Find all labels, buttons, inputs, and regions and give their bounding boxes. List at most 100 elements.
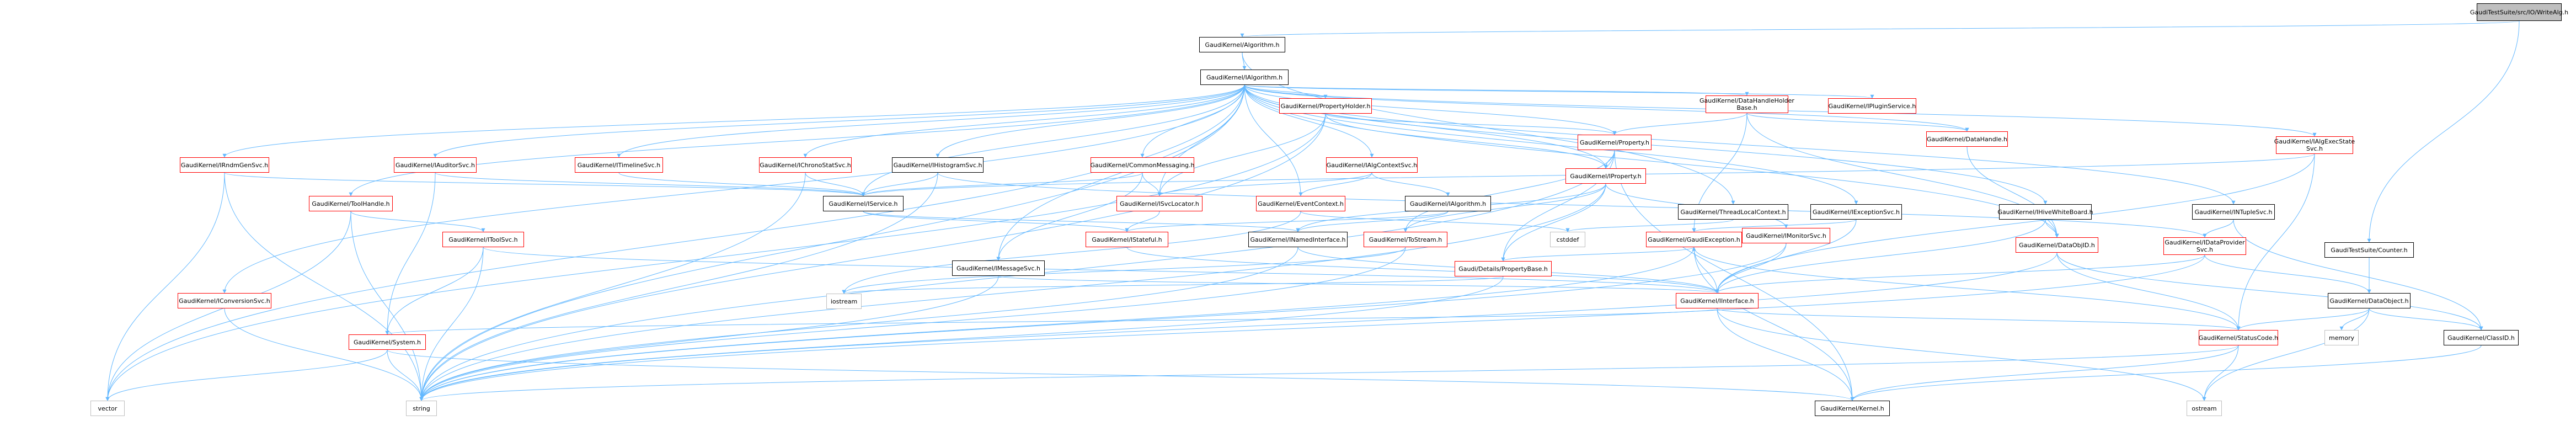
edge-root-alg: [1241, 20, 2520, 38]
node-testsuite-counter[interactable]: GaudiTestSuite/Counter.h: [2324, 242, 2414, 258]
edge-ialgorithm2-inamed: [1296, 211, 1449, 232]
edge-iconversion-string: [224, 308, 424, 401]
edge-intuplesvc-idp: [2203, 219, 2234, 238]
node-threadlocalcontext[interactable]: GaudiKernel/ThreadLocalContext.h: [1678, 204, 1788, 220]
node-idataprovidersvc[interactable]: GaudiKernel/IDataProvider Svc.h: [2163, 237, 2246, 255]
edge-iauditor-iservice: [435, 172, 865, 196]
edge-ialg-toolhandle: [349, 84, 1245, 196]
node-cstddef[interactable]: cstddef: [1550, 232, 1585, 247]
node-kernel[interactable]: GaudiKernel/Kernel.h: [1815, 401, 1890, 416]
edge-ialg-iconversion: [222, 84, 1245, 294]
node-classid[interactable]: GaudiKernel/ClassID.h: [2444, 330, 2519, 345]
edge-evtctx-cstddef: [1300, 211, 1570, 232]
node-iostream[interactable]: iostream: [826, 294, 862, 309]
node-imonitorsvc[interactable]: GaudiKernel/IMonitorSvc.h: [1742, 228, 1830, 243]
edge-iproperty-propbase: [1501, 183, 1606, 262]
node-ialgexecstatesvc[interactable]: GaudiKernel/IAlgExecState Svc.h: [2274, 136, 2355, 154]
node-ialgorithm[interactable]: GaudiKernel/IAlgorithm.h: [1405, 196, 1491, 211]
node-imessagesvc[interactable]: GaudiKernel/IMessageSvc.h: [952, 260, 1045, 276]
edge-iinterface-ostream: [1717, 308, 2206, 401]
edge-datahandle-idataobjid: [1966, 146, 2059, 238]
node-iexceptionsvc[interactable]: GaudiKernel/IExceptionSvc.h: [1810, 204, 1902, 220]
node-ialgorithm-top[interactable]: GaudiKernel/IAlgorithm.h: [1200, 70, 1289, 85]
edge-propholder-vector: [105, 113, 1326, 401]
node-ihistogramsvc[interactable]: GaudiKernel/IHistogramSvc.h: [892, 157, 984, 173]
edge-ialg-ialgctx: [1244, 84, 1374, 158]
node-ostream[interactable]: ostream: [2187, 401, 2222, 416]
node-vector[interactable]: vector: [90, 401, 125, 416]
node-inamedinterface[interactable]: GaudiKernel/INamedInterface.h: [1248, 232, 1348, 247]
node-memory[interactable]: memory: [2324, 330, 2359, 345]
edge-ialg-iservice: [861, 84, 1245, 196]
node-iauditorsvc[interactable]: GaudiKernel/IAuditorSvc.h: [394, 157, 477, 173]
edge-propholder-property: [1325, 113, 1617, 135]
node-datahandleholderbase[interactable]: GaudiKernel/DataHandleHolder Base.h: [1699, 95, 1794, 113]
edge-iproperty-string: [419, 183, 1606, 401]
edge-ialg-ihisto: [936, 84, 1245, 158]
edge-toolhandle-string: [350, 211, 424, 401]
node-itimelinesvc[interactable]: GaudiKernel/ITimelineSvc.h: [575, 157, 663, 173]
node-ialgcontextsvc[interactable]: GaudiKernel/IAlgContextSvc.h: [1326, 157, 1418, 173]
edge-itoolsvc-string: [419, 247, 484, 401]
node-eventcontext[interactable]: GaudiKernel/EventContext.h: [1256, 196, 1345, 211]
edge-ialg-iauditor: [433, 84, 1245, 158]
edge-iproperty-tostream: [1403, 183, 1606, 232]
node-propertyholder[interactable]: GaudiKernel/PropertyHolder.h: [1279, 98, 1372, 114]
edge-dataobject-clid: [2369, 308, 2483, 331]
edge-ihwb-idataobjid: [2045, 219, 2059, 238]
node-ipluginservice[interactable]: GaudiKernel/IPluginService.h: [1828, 98, 1916, 114]
edge-ihisto-iservice: [861, 172, 938, 196]
edge-dataobject-statuscode: [2236, 308, 2370, 331]
edge-propbase-string: [419, 276, 1504, 401]
edge-commonmsg-imessagesvc: [996, 172, 1143, 261]
node-intuplesvc[interactable]: GaudiKernel/INTupleSvc.h: [2192, 204, 2275, 220]
node-statuscode[interactable]: GaudiKernel/StatusCode.h: [2199, 330, 2278, 345]
edge-iservice-istateful: [863, 211, 1129, 232]
edge-tostream-string: [419, 247, 1406, 401]
edge-statuscode-ostream: [2202, 345, 2239, 401]
edge-ialg-iproperty: [1244, 84, 1608, 169]
edge-iauditor-system: [385, 172, 436, 335]
edge-ialg-itimeline: [617, 84, 1245, 158]
edge-dataobject-memory: [2339, 308, 2370, 331]
edge-imonitor-iinterface: [1715, 243, 1787, 294]
edge-commonmsg-iservice: [861, 172, 1143, 196]
node-istateful[interactable]: GaudiKernel/IStateful.h: [1086, 232, 1168, 247]
node-ichronostatsvc[interactable]: GaudiKernel/IChronoStatSvc.h: [759, 157, 852, 173]
edge-ialgorithm2-istateful: [1125, 211, 1449, 232]
node-toolhandle[interactable]: GaudiKernel/ToolHandle.h: [309, 196, 393, 211]
edge-system-kernel: [387, 349, 1854, 401]
edge-idp-iinterface: [1715, 254, 2205, 294]
edge-gaudiexc-kernel: [1693, 247, 1854, 401]
node-irndmgensvc[interactable]: GaudiKernel/IRndmGenSvc.h: [180, 157, 269, 173]
edge-idataobjid-statuscode: [2056, 252, 2241, 331]
node-iproperty[interactable]: GaudiKernel/IProperty.h: [1565, 168, 1646, 184]
edge-idataobjid-string: [419, 252, 2057, 401]
node-gaudiexception[interactable]: GaudiKernel/GaudiException.h: [1646, 232, 1742, 247]
node-isvclocator[interactable]: GaudiKernel/ISvcLocator.h: [1116, 196, 1203, 211]
node-iinterface[interactable]: GaudiKernel/IInterface.h: [1676, 293, 1759, 308]
edge-isvclocator-istateful: [1125, 211, 1160, 232]
node-datahandle[interactable]: GaudiKernel/DataHandle.h: [1926, 131, 2008, 147]
node-string[interactable]: string: [406, 401, 437, 416]
node-algorithm-h[interactable]: GaudiKernel/Algorithm.h: [1199, 37, 1285, 52]
node-dataobjid[interactable]: GaudiKernel/DataObjID.h: [2016, 237, 2098, 253]
node-propertybase[interactable]: Gaudi/Details/PropertyBase.h: [1455, 261, 1552, 276]
node-iservice[interactable]: GaudiKernel/IService.h: [823, 196, 904, 211]
edge-imessagesvc-iinterface: [998, 275, 1719, 294]
node-itoolsvc[interactable]: GaudiKernel/IToolSvc.h: [442, 232, 524, 247]
node-dataobject[interactable]: GaudiKernel/DataObject.h: [2328, 293, 2411, 308]
edge-ialgexec-statuscode: [2236, 153, 2315, 331]
node-tostream[interactable]: GaudiKernel/ToStream.h: [1364, 232, 1447, 247]
edge-propbase-gaudiexc: [1503, 247, 1696, 262]
node-property[interactable]: GaudiKernel/Property.h: [1578, 135, 1652, 150]
edge-irndm-iservice: [224, 172, 865, 196]
node-commonmessaging[interactable]: GaudiKernel/CommonMessaging.h: [1091, 157, 1195, 173]
edge-ialg-ipluginsvc: [1244, 84, 1874, 99]
node-ihivewhiteboard[interactable]: GaudiKernel/IHiveWhiteBoard.h: [1997, 204, 2093, 220]
node-system[interactable]: GaudiKernel/System.h: [349, 334, 426, 350]
node-iconversionsvc[interactable]: GaudiKernel/IConversionSvc.h: [178, 293, 271, 308]
edge-intuplesvc-clid: [2233, 219, 2483, 331]
edge-ialg-dhh: [1244, 84, 1749, 96]
